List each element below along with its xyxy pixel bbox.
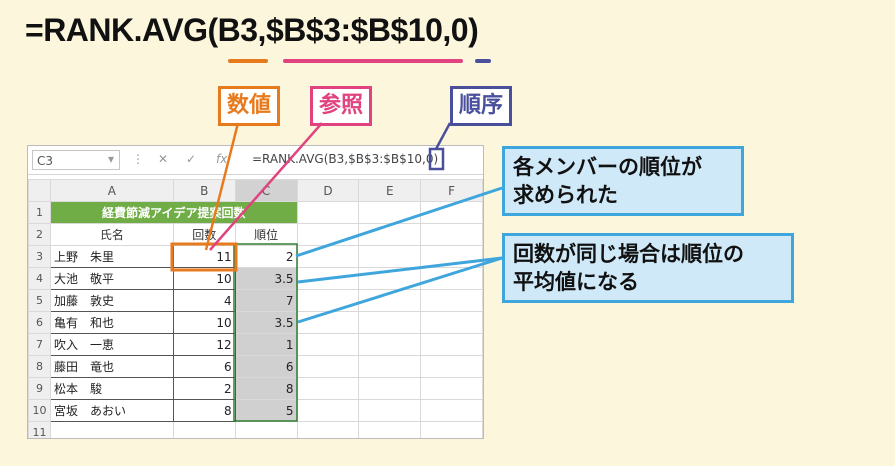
- rank-cell[interactable]: 7: [234, 289, 298, 312]
- order-tag: 順序: [450, 86, 513, 126]
- name-cell[interactable]: 松本 駿: [49, 377, 174, 400]
- row-header[interactable]: 4: [28, 267, 51, 290]
- name-cell[interactable]: 吹入 一恵: [49, 333, 174, 356]
- number-cell-highlight: [170, 242, 238, 272]
- order-arg-highlight: [428, 147, 445, 171]
- formula-heading: =RANK.AVG(B3,$B$3:$B$10,0): [25, 12, 479, 49]
- row-header[interactable]: 5: [28, 289, 51, 312]
- formula-bar-text[interactable]: =RANK.AVG(B3,$B$3:$B$10,0): [252, 152, 439, 166]
- row-header[interactable]: 8: [28, 355, 51, 378]
- number-underline: [228, 59, 268, 63]
- formula-sep: ,: [442, 12, 451, 48]
- formula-arg-order: 0: [450, 12, 469, 48]
- row-header[interactable]: 11: [28, 421, 51, 438]
- name-cell[interactable]: 藤田 竜也: [49, 355, 174, 378]
- column-header-a[interactable]: A: [49, 179, 174, 202]
- function-icon[interactable]: fx: [216, 152, 228, 166]
- order-underline: [475, 59, 491, 63]
- ref-tag: 参照: [310, 86, 373, 126]
- ref-underline: [283, 59, 463, 63]
- row-header[interactable]: 2: [28, 223, 51, 246]
- rank-cell[interactable]: 3.5: [234, 311, 298, 334]
- row-header[interactable]: 1: [28, 201, 51, 224]
- rank-found-connector: [295, 186, 503, 258]
- table-row: 7 吹入 一恵 12 1: [28, 333, 483, 356]
- cancel-icon[interactable]: ✕: [158, 152, 169, 166]
- tie-average-connector-2: [297, 256, 503, 324]
- table-row: 8 藤田 竜也 6 6: [28, 355, 483, 378]
- formula-arg-ref: $B$3:$B$10: [265, 12, 443, 48]
- formula-arg-number: B3: [217, 12, 258, 48]
- formula-prefix: =RANK.AVG(: [25, 12, 218, 48]
- row-header[interactable]: 3: [28, 245, 51, 268]
- spreadsheet-window: C3 ▾ ⋮ ✕ ✓ fx =RANK.AVG(B3,$B$3:$B$10,0)…: [27, 145, 484, 439]
- order-connector: [434, 122, 452, 150]
- name-box[interactable]: C3: [32, 150, 120, 170]
- number-tag: 数値: [218, 86, 281, 126]
- tie-average-callout: 回数が同じ場合は順位の 平均値になる: [502, 233, 794, 303]
- rank-range-outline: [233, 243, 298, 422]
- name-cell[interactable]: 大池 敬平: [49, 267, 174, 290]
- rank-cell-active[interactable]: 2: [234, 245, 298, 268]
- column-header-f[interactable]: F: [420, 179, 483, 202]
- dropdown-icon[interactable]: ▾: [108, 152, 115, 166]
- table-row: 10 宮坂 あおい 8 5: [28, 399, 483, 422]
- column-header-c[interactable]: C: [234, 179, 298, 202]
- rank-cell[interactable]: 6: [234, 355, 298, 378]
- cell[interactable]: [296, 421, 360, 438]
- rank-cell[interactable]: 5: [234, 399, 298, 422]
- formula-sep: ,: [257, 12, 267, 48]
- cell[interactable]: [234, 421, 298, 438]
- row-header[interactable]: 9: [28, 377, 51, 400]
- enter-icon[interactable]: ✓: [186, 152, 197, 166]
- cell[interactable]: [420, 421, 483, 438]
- formula-suffix: ): [468, 12, 479, 48]
- cell[interactable]: [49, 421, 174, 438]
- ref-connector: [209, 122, 323, 251]
- row-header[interactable]: 10: [28, 399, 51, 422]
- number-connector: [204, 122, 240, 251]
- table-row: 5 加藤 敦史 4 7: [28, 289, 483, 312]
- table-row: 9 松本 駿 2 8: [28, 377, 483, 400]
- formula-bar: C3 ▾ ⋮ ✕ ✓ fx =RANK.AVG(B3,$B$3:$B$10,0): [28, 146, 483, 175]
- tie-average-connector-1: [297, 256, 503, 284]
- count-cell[interactable]: 10: [172, 267, 236, 290]
- more-icon: ⋮: [132, 152, 144, 166]
- count-cell[interactable]: 12: [172, 333, 236, 356]
- rank-found-callout: 各メンバーの順位が 求められた: [502, 146, 744, 216]
